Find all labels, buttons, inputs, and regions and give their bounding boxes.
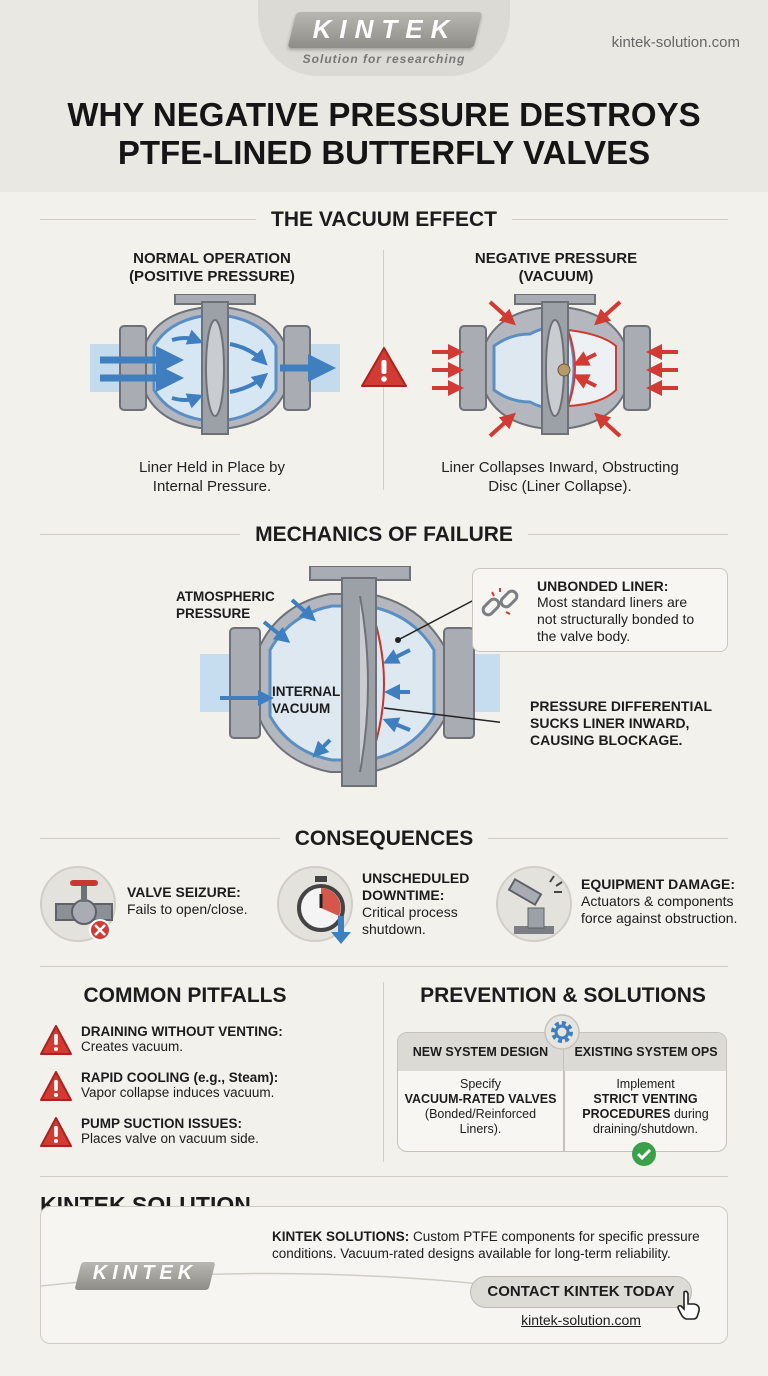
section-heading-pitfalls: COMMON PITFALLS: [83, 984, 287, 1007]
warning-icon: [40, 1025, 72, 1055]
existing-system-text: Implement STRICT VENTING PROCEDURES duri…: [582, 1077, 709, 1136]
section-heading-prevention: PREVENTION & SOLUTIONS: [420, 984, 706, 1007]
normal-operation-title: NORMAL OPERATION (POSITIVE PRESSURE): [129, 250, 295, 285]
column-divider: [383, 982, 384, 1162]
unbonded-liner-text: UNBONDED LINER: Most standard liners are…: [537, 578, 695, 644]
contact-url[interactable]: kintek-solution.com: [521, 1312, 641, 1328]
consequence-downtime: UNSCHEDULED DOWNTIME: Critical process s…: [362, 870, 470, 937]
section-heading-vacuum-effect: THE VACUUM EFFECT: [256, 208, 512, 231]
checkmark-icon: [632, 1142, 656, 1166]
pressure-differential-label: PRESSURE DIFFERENTIAL SUCKS LINER INWARD…: [530, 698, 713, 748]
negative-pressure-caption: Liner Collapses Inward, Obstructing Disc…: [441, 459, 679, 495]
kintek-description: KINTEK SOLUTIONS: Custom PTFE components…: [272, 1229, 700, 1261]
warning-icon: [40, 1071, 72, 1101]
pointer-hand-icon: [677, 1290, 700, 1320]
negative-pressure-title: NEGATIVE PRESSURE (VACUUM): [474, 250, 638, 285]
warning-icon: [40, 1117, 72, 1147]
warning-icon: [361, 347, 407, 387]
consequence-equipment-damage: EQUIPMENT DAMAGE: Actuators & components…: [581, 876, 738, 926]
footer-kintek-logo[interactable]: KINTEK: [92, 1262, 198, 1284]
gear-icon: [544, 1014, 580, 1050]
site-url[interactable]: kintek-solution.com: [611, 34, 740, 51]
section-divider: [40, 1176, 728, 1177]
atmospheric-pressure-label: ATMOSPHERIC PRESSURE: [176, 589, 275, 621]
pitfall-rapid-cooling: RAPID COOLING (e.g., Steam): Vapor colla…: [81, 1070, 279, 1100]
normal-operation-caption: Liner Held in Place by Internal Pressure…: [139, 459, 285, 495]
new-system-header: NEW SYSTEM DESIGN: [398, 1033, 563, 1071]
unbonded-liner-callout: [472, 568, 728, 652]
consequence-valve-seizure: VALVE SEIZURE: Fails to open/close.: [127, 884, 248, 917]
pitfall-pump-suction: PUMP SUCTION ISSUES: Places valve on vac…: [81, 1116, 259, 1146]
mechanics-valve-diagram: [200, 566, 500, 787]
section-heading-consequences: CONSEQUENCES: [280, 827, 488, 850]
pitfall-draining: DRAINING WITHOUT VENTING: Creates vacuum…: [81, 1024, 283, 1054]
contact-button[interactable]: CONTACT KINTEK TODAY: [470, 1276, 692, 1308]
section-heading-mechanics: MECHANICS OF FAILURE: [240, 523, 528, 546]
broken-chain-icon: [481, 588, 519, 617]
existing-system-header: EXISTING SYSTEM OPS: [563, 1033, 726, 1071]
broken-actuator-icon: [507, 875, 563, 934]
page-title: WHY NEGATIVE PRESSURE DESTROYS PTFE-LINE…: [67, 96, 701, 171]
vacuum-valve-diagram: [432, 294, 678, 438]
section-divider: [40, 966, 728, 967]
logo-tagline: Solution for researching: [302, 52, 466, 66]
new-system-text: Specify VACUUM-RATED VALVES (Bonded/Rein…: [404, 1077, 557, 1136]
valve-seizure-icon: [55, 880, 113, 941]
stopwatch-icon: [297, 876, 351, 944]
internal-vacuum-label: INTERNAL VACUUM: [272, 684, 341, 716]
normal-valve-diagram: [90, 294, 340, 435]
kintek-logo[interactable]: KINTEK: [312, 14, 458, 44]
solutions-table: NEW SYSTEM DESIGN EXISTING SYSTEM OPS Sp…: [397, 1032, 727, 1152]
